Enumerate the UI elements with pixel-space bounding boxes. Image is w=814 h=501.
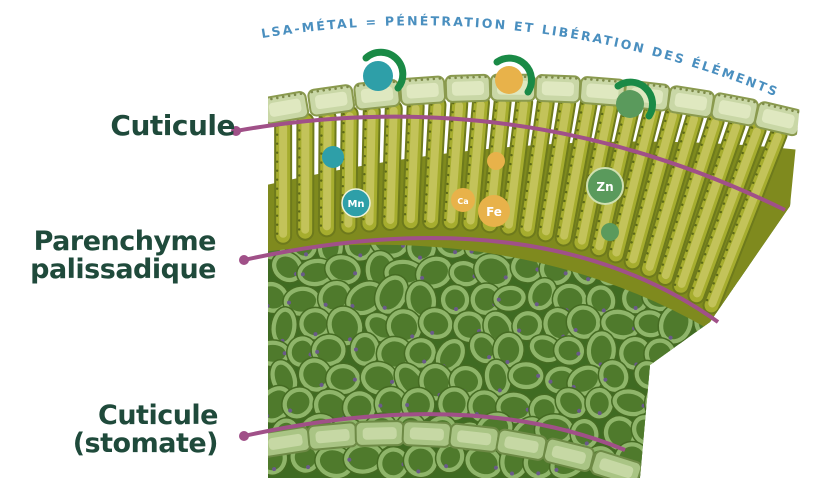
gold-particle	[487, 152, 505, 170]
lower-epidermis-cell	[402, 421, 451, 447]
green-particle	[616, 90, 644, 118]
spongy-cell	[674, 435, 704, 477]
palisade-cell	[319, 110, 336, 237]
parenchyme-label-line1: Parenchyme	[0, 228, 216, 256]
parenchyme-label: Parenchyme palissadique	[0, 228, 216, 285]
spongy-cell	[697, 331, 743, 378]
spongy-cell	[658, 417, 692, 450]
lower-epidermis-cell	[355, 421, 404, 446]
epidermis-cell	[667, 85, 714, 117]
leaf-tissue	[249, 75, 802, 490]
element-fe-label: Fe	[486, 205, 502, 219]
element-fe: Fe	[478, 195, 510, 227]
teal-particle	[363, 61, 393, 91]
spongy-cell	[508, 361, 545, 390]
spongy-cell	[698, 440, 742, 487]
green-particle	[601, 223, 619, 241]
spongy-cell	[715, 417, 753, 457]
spongy-cell	[584, 387, 614, 420]
lower-epidermis-cell	[449, 423, 499, 452]
element-zn: Zn	[587, 168, 623, 204]
epidermis-cell	[535, 75, 580, 103]
stomate-label: Cuticule (stomate)	[40, 402, 218, 459]
lower-epidermis-cell	[308, 422, 358, 450]
element-mn: Mn	[342, 189, 370, 217]
spongy-cell	[664, 357, 698, 392]
palisade-cell	[297, 113, 313, 239]
spongy-cell	[644, 384, 674, 422]
stomate-label-line2: (stomate)	[40, 430, 218, 458]
spongy-cell	[639, 431, 692, 483]
gold-particle	[495, 66, 523, 94]
cuticule-label-text: Cuticule	[110, 109, 235, 142]
spongy-cell	[703, 390, 741, 425]
epidermis-cell	[308, 84, 355, 116]
element-ca-label: Ca	[457, 197, 468, 206]
spongy-cell	[680, 407, 731, 458]
spongy-cell	[713, 351, 761, 400]
stomate-pointer-dot	[239, 431, 249, 441]
palisade-cell	[275, 118, 291, 244]
element-ca: Ca	[451, 188, 475, 212]
teal-particle	[322, 146, 344, 168]
spongy-cell	[666, 382, 712, 431]
parenchyme-label-line2: palissadique	[0, 256, 216, 284]
epidermis-cell	[400, 76, 446, 105]
spongy-cell	[688, 356, 728, 395]
element-mn-label: Mn	[347, 199, 364, 210]
cuticule-label: Cuticule	[40, 111, 235, 140]
parenchyme-pointer-dot	[239, 255, 249, 265]
palisade-cell	[382, 100, 402, 230]
epidermis-cell	[446, 75, 491, 102]
element-zn-label: Zn	[596, 180, 613, 194]
stomate-label-line1: Cuticule	[40, 402, 218, 430]
